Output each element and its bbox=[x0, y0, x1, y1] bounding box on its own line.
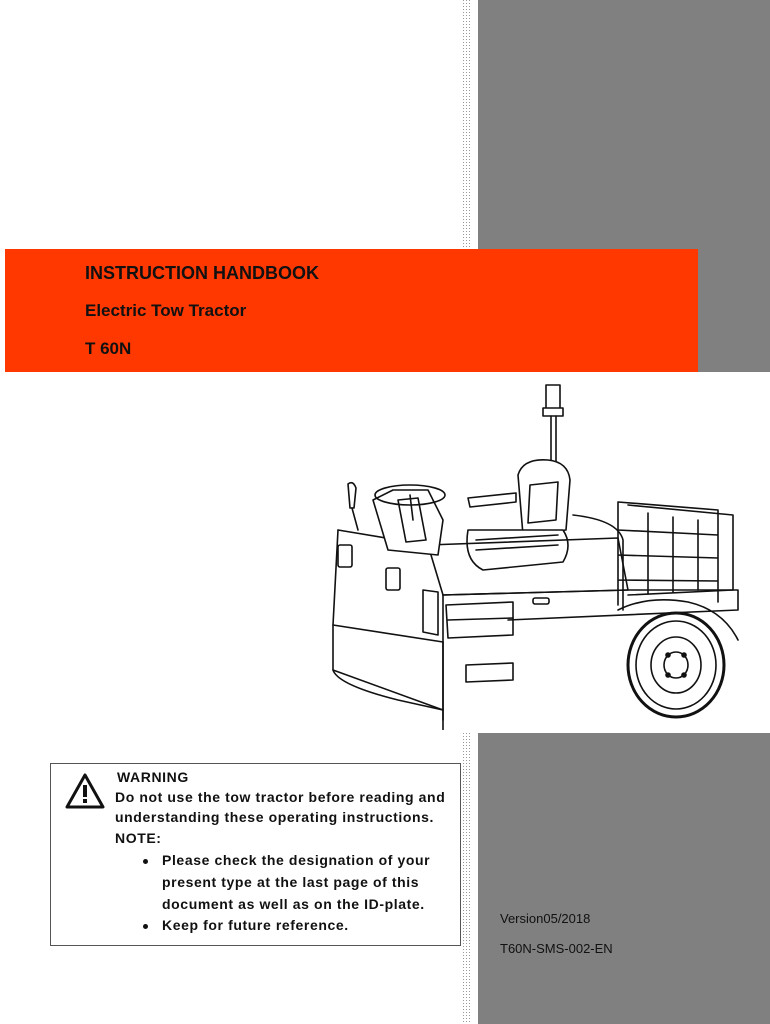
divider-line bbox=[466, 0, 467, 250]
note-label: NOTE: bbox=[115, 830, 162, 846]
divider-line bbox=[463, 0, 464, 250]
note-text-line: Keep for future reference. bbox=[162, 917, 349, 933]
version-label: Version05/2018 bbox=[500, 911, 591, 926]
sidebar-bottom-panel bbox=[478, 733, 770, 1024]
document-code: T60N-SMS-002-EN bbox=[500, 941, 613, 956]
note-text-line: Please check the designation of your bbox=[162, 852, 431, 868]
warning-heading: WARNING bbox=[117, 769, 189, 785]
divider-line bbox=[469, 733, 470, 1024]
note-text-line: document as well as on the ID-plate. bbox=[162, 896, 425, 912]
warning-text-line: understanding these operating instructio… bbox=[115, 809, 435, 825]
note-text-line: present type at the last page of this bbox=[162, 874, 420, 890]
divider-line bbox=[466, 733, 467, 1024]
warning-text-line: Do not use the tow tractor before readin… bbox=[115, 789, 446, 805]
handbook-title: INSTRUCTION HANDBOOK bbox=[85, 263, 319, 283]
title-banner: INSTRUCTION HANDBOOK Electric Tow Tracto… bbox=[5, 249, 698, 372]
warning-box: WARNING Do not use the tow tractor befor… bbox=[50, 763, 461, 946]
model-name: T 60N bbox=[85, 339, 132, 358]
tow-tractor-illustration bbox=[332, 384, 739, 730]
bullet-point bbox=[143, 924, 148, 929]
bullet-point bbox=[143, 859, 148, 864]
divider-line bbox=[463, 733, 464, 1024]
warning-triangle-icon bbox=[65, 773, 105, 809]
product-subtitle: Electric Tow Tractor bbox=[85, 301, 247, 320]
divider-line bbox=[469, 0, 470, 250]
